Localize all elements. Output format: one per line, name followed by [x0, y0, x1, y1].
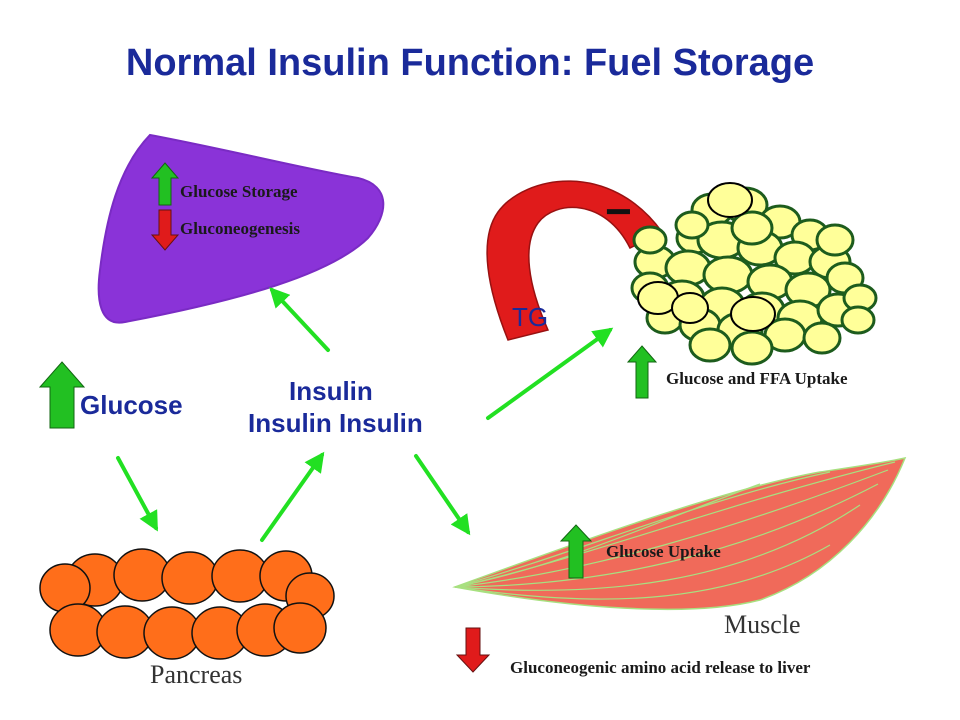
liver-gluconeogenesis-label: Gluconeogenesis: [180, 219, 300, 238]
glucose-to-pancreas-arrow: [116, 456, 158, 532]
insulin-label-bottom: Insulin Insulin: [248, 408, 423, 438]
glucose-up-arrow-icon: [38, 361, 86, 429]
muscle-name-label: Muscle: [724, 610, 801, 639]
fat-cell: [730, 330, 774, 366]
fat-cell: [674, 210, 710, 240]
inhibit-sign: −: [605, 185, 632, 237]
fat-cell: [671, 292, 709, 324]
tg-curved-arrow-icon: [486, 180, 664, 341]
insulin-to-fat-arrow: [486, 327, 614, 420]
muscle-down-arrow-icon: [455, 627, 491, 673]
fat-cell: [815, 223, 855, 257]
insulin-to-liver-arrow: [269, 287, 330, 352]
fat-up-arrow-icon: [626, 345, 658, 399]
tg-label: TG: [512, 302, 549, 332]
fat-cell: [840, 305, 876, 335]
liver-up-arrow-icon: [150, 162, 180, 206]
muscle-glucose-uptake-label: Glucose Uptake: [606, 542, 721, 561]
fat-cell: [688, 327, 732, 363]
liver-glucose-storage-label: Glucose Storage: [180, 182, 298, 201]
fat-cell: [730, 296, 776, 332]
muscle-up-arrow-icon: [559, 524, 593, 579]
pancreas-cell: [161, 551, 219, 605]
pancreas-name-label: Pancreas: [150, 660, 243, 689]
insulin-to-muscle-arrow: [414, 454, 471, 536]
muscle-release-label: Gluconeogenic amino acid release to live…: [510, 658, 811, 677]
pancreas-to-insulin-arrow: [260, 451, 325, 542]
muscle-shape: [452, 456, 907, 611]
fat-cell: [802, 321, 842, 355]
glucose-label: Glucose: [80, 390, 183, 420]
fat-cell: [707, 182, 753, 218]
liver-down-arrow-icon: [150, 209, 180, 251]
fat-cell: [730, 210, 774, 246]
pancreas-cell-cluster: [39, 548, 335, 660]
fat-cell-cluster: [630, 182, 878, 366]
page-title: Normal Insulin Function: Fuel Storage: [125, 42, 815, 84]
fat-cell: [632, 225, 668, 255]
insulin-label-top: Insulin: [289, 376, 373, 406]
flow-arrows: [116, 287, 614, 542]
fat-uptake-label: Glucose and FFA Uptake: [666, 369, 848, 388]
pancreas-cell: [273, 602, 327, 654]
